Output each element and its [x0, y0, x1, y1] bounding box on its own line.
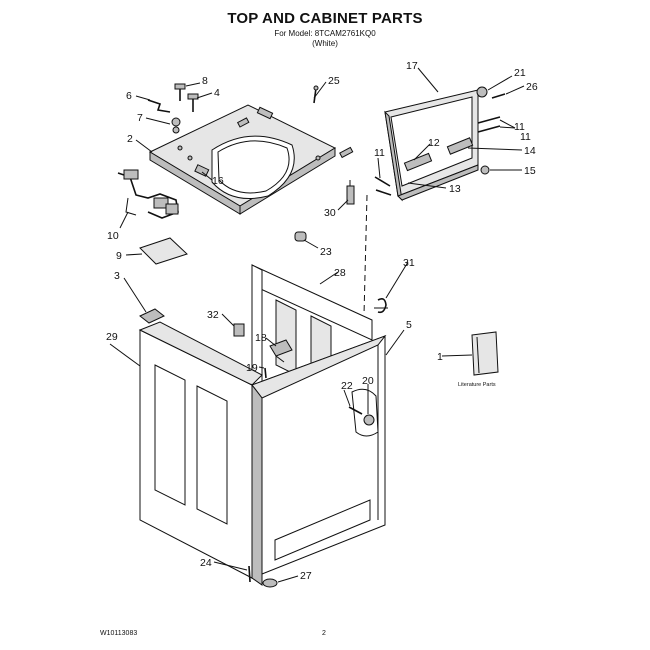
- leader-lines: [109, 67, 525, 583]
- callout-13: 13: [449, 183, 461, 195]
- grommet-20: [363, 414, 375, 426]
- callout-24: 24: [200, 557, 212, 569]
- literature-parts-1: [471, 331, 499, 376]
- lid-hinge: [374, 137, 474, 196]
- callout-9: 9: [116, 250, 122, 262]
- plug-22: [348, 406, 363, 415]
- callout-7: 7: [137, 112, 143, 124]
- callout-15: 15: [524, 165, 536, 177]
- callout-17: 17: [406, 60, 418, 72]
- screw-4: [187, 93, 199, 112]
- grommet-7: [171, 117, 181, 134]
- callout-27: 27: [300, 570, 312, 582]
- pin-25: [313, 85, 319, 104]
- bracket-32: [233, 323, 245, 337]
- callout-20: 20: [362, 375, 374, 387]
- callout-26: 26: [526, 81, 538, 93]
- doc-number: W10113083: [100, 630, 138, 637]
- callout-11b: 11: [520, 131, 531, 143]
- support-30: [346, 180, 355, 205]
- callout-29: 29: [106, 331, 118, 343]
- top-panel: [148, 104, 354, 215]
- literature-parts-label: Literature Parts: [458, 382, 496, 388]
- callout-2: 2: [127, 133, 133, 145]
- callout-4: 4: [214, 87, 220, 99]
- callout-11c: 11: [374, 147, 385, 159]
- callout-23: 23: [320, 246, 332, 258]
- foot-27: [262, 578, 278, 588]
- callout-28: 28: [334, 267, 346, 279]
- bracket-3: [139, 308, 165, 324]
- callout-18: 18: [255, 332, 267, 344]
- callout-3: 3: [114, 270, 120, 282]
- cabinet-side-panel: [251, 334, 387, 586]
- callout-6: 6: [126, 90, 132, 102]
- switch-18: [269, 339, 293, 363]
- wire-harness-10: [117, 169, 179, 219]
- grommet-15: [480, 165, 490, 175]
- callout-31: 31: [403, 257, 415, 269]
- clip-6: [147, 99, 171, 113]
- callout-25: 25: [328, 75, 340, 87]
- hinge-pins-11: [477, 116, 501, 133]
- model-line: For Model: 8TCAM2761KQ0: [274, 29, 376, 38]
- clip-31: [374, 298, 388, 314]
- callout-1: 1: [437, 351, 443, 363]
- screw-26: [491, 93, 506, 99]
- callout-11a: 11: [514, 121, 525, 133]
- screw-8: [174, 83, 186, 101]
- callout-19: 19: [246, 362, 258, 374]
- callout-22: 22: [341, 380, 353, 392]
- callout-8: 8: [202, 75, 208, 87]
- callout-16: 16: [212, 175, 224, 187]
- callout-12: 12: [428, 137, 440, 149]
- callout-32: 32: [207, 309, 219, 321]
- page-number: 2: [322, 630, 326, 637]
- screw-19: [264, 367, 267, 379]
- callout-30: 30: [324, 207, 336, 219]
- bumper-23: [294, 231, 307, 242]
- warning-label-9: [139, 237, 188, 265]
- callout-5: 5: [406, 319, 412, 331]
- callout-10: 10: [107, 230, 119, 242]
- callout-numbers: 1 2 3 4 5 6 7 8 9 10 11 11 11 12 13 14 1…: [106, 60, 538, 582]
- page-title: TOP AND CABINET PARTS: [227, 10, 423, 27]
- color-line: (White): [312, 39, 338, 48]
- cabinet-front-panel: [138, 321, 263, 579]
- bumper-21: [476, 86, 488, 98]
- callout-21: 21: [514, 67, 526, 79]
- foot-24: [248, 565, 251, 583]
- callout-14: 14: [524, 145, 536, 157]
